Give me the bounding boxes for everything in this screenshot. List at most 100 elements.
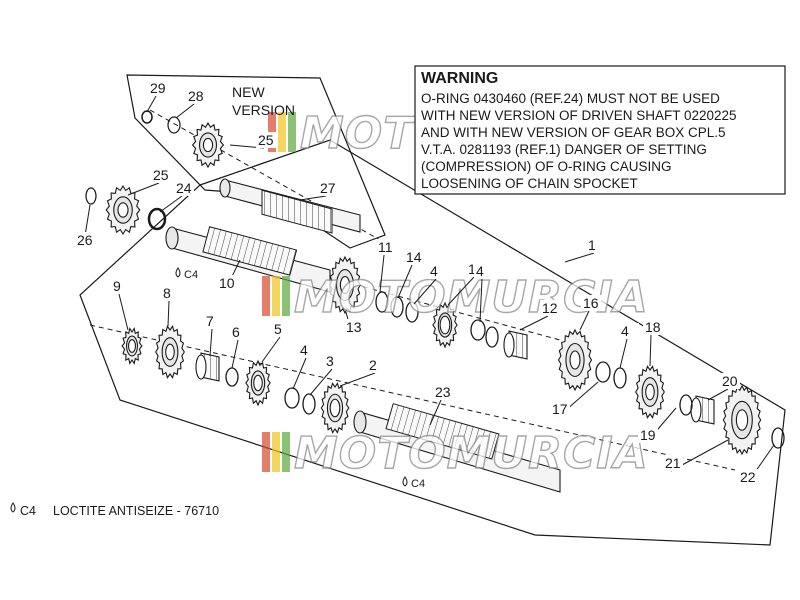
loctite-code-main-shaft: C4 xyxy=(411,478,425,490)
ref-label-r12: 12 xyxy=(542,300,558,316)
gear-15 xyxy=(432,301,458,349)
ref-label-r23: 23 xyxy=(435,384,451,400)
warning-line-1: O-RING 0430460 (REF.24) MUST NOT BE USED xyxy=(421,91,720,106)
gear-18 xyxy=(635,365,665,419)
label-bg-r16 xyxy=(581,295,601,311)
watermark-bottom: MOTOMURCIA xyxy=(262,427,649,480)
loctite-marker-shaft: C4 xyxy=(175,267,198,281)
leader-r12 xyxy=(519,315,549,331)
ref-label-r18: 18 xyxy=(645,319,661,335)
label-bg-r11 xyxy=(376,239,396,255)
leader-r4c xyxy=(292,357,307,390)
loctite-legend-text: LOCTITE ANTISEIZE - 76710 xyxy=(53,504,219,518)
label-bg-r24 xyxy=(174,180,194,196)
ring-28 xyxy=(167,116,181,134)
lower-shaft-axis xyxy=(89,324,736,471)
label-bg-r22 xyxy=(738,469,758,485)
leader-r29 xyxy=(146,95,157,113)
label-bg-r26 xyxy=(75,232,95,248)
middle-shaft-axis xyxy=(319,274,561,341)
leader-r9 xyxy=(118,293,129,331)
gear-8 xyxy=(155,325,185,379)
leader-r6 xyxy=(231,339,239,369)
loctite-code-shaft: C4 xyxy=(184,269,198,281)
ref-label-r16: 16 xyxy=(583,295,599,311)
loctite-legend-code: C4 xyxy=(20,504,36,518)
ref-label-r5: 5 xyxy=(274,321,282,337)
leader-r28 xyxy=(175,103,195,119)
label-bg-r3 xyxy=(324,353,344,369)
parts-group xyxy=(85,110,785,456)
label-bg-r4b xyxy=(619,323,639,339)
label-bg-r25a xyxy=(256,132,276,148)
washer-3 xyxy=(302,393,316,415)
label-bg-r6 xyxy=(230,324,250,340)
leader-r27 xyxy=(299,195,327,201)
leader-r3 xyxy=(309,368,333,396)
leader-r14 xyxy=(397,264,413,299)
leader-r2 xyxy=(339,372,376,387)
label-bg-r23 xyxy=(433,384,453,400)
ref-label-r4a: 4 xyxy=(430,263,438,279)
o-ring-24 xyxy=(147,207,167,231)
label-bg-r27 xyxy=(318,180,338,196)
leader-r1 xyxy=(564,252,595,263)
leader-r16 xyxy=(579,310,590,331)
label-bg-r10 xyxy=(217,275,237,291)
label-bg-r28 xyxy=(186,88,206,104)
bearing-12 xyxy=(503,330,528,360)
label-bg-r29 xyxy=(148,80,168,96)
leader-r23 xyxy=(429,399,442,426)
ring-29 xyxy=(141,110,153,124)
label-bg-r1 xyxy=(586,237,606,253)
bearing-7 xyxy=(195,352,220,382)
warning-line-2: WITH NEW VERSION OF DRIVEN SHAFT 0220225 xyxy=(421,108,737,123)
label-bg-r7 xyxy=(204,313,224,329)
main-assembly-outline xyxy=(79,139,786,546)
label-bg-r5 xyxy=(272,321,292,337)
ref-label-r29: 29 xyxy=(150,80,166,96)
washer-4a xyxy=(284,387,300,409)
loctite-marker-main-shaft: C4 xyxy=(402,476,425,490)
leader-r4d xyxy=(479,278,483,323)
ref-label-r24: 24 xyxy=(176,180,192,196)
sprocket xyxy=(105,184,141,236)
ref-label-r25a: 25 xyxy=(258,132,274,148)
warning-line-3: AND WITH NEW VERSION OF GEAR BOX CPL.5 xyxy=(421,125,726,140)
warning-line-6: LOOSENING OF CHAIN SPOCKET xyxy=(421,176,638,191)
bearing-20 xyxy=(690,395,715,425)
gear-13 xyxy=(328,255,362,315)
sprocket-new-version xyxy=(191,121,225,169)
main-shaft xyxy=(353,403,561,493)
warning-line-4: V.T.A. 0281193 (REF.1) DANGER OF SETTING xyxy=(421,142,707,157)
leader-r4b xyxy=(619,338,628,369)
leader-r18 xyxy=(649,334,652,367)
washer-19 xyxy=(679,394,693,416)
ref-label-r2: 2 xyxy=(369,357,377,373)
washer-14 xyxy=(390,296,404,318)
driven-shaft xyxy=(165,226,331,293)
ref-label-r4d: 4 xyxy=(476,263,484,279)
watermark-text-bottom: MOTOMURCIA xyxy=(294,428,649,479)
label-bg-r14 xyxy=(404,249,424,265)
washer-4c xyxy=(470,319,486,341)
washer-6 xyxy=(225,367,239,387)
gear-9 xyxy=(121,327,143,365)
ref-label-r26: 26 xyxy=(77,232,93,248)
label-bg-r4c xyxy=(298,342,318,358)
washer-4e xyxy=(613,367,627,389)
ref-label-r27: 27 xyxy=(320,180,336,196)
loctite-legend: C4 LOCTITE ANTISEIZE - 76710 xyxy=(10,502,219,518)
ref-label-r4c: 4 xyxy=(300,342,308,358)
label-bg-r18 xyxy=(643,319,663,335)
ref-label-r3: 3 xyxy=(326,353,334,369)
ref-label-r17: 17 xyxy=(552,401,568,417)
leader-r11 xyxy=(379,254,385,293)
ref-label-r10: 10 xyxy=(219,275,235,291)
ref-label-r1: 1 xyxy=(588,237,596,253)
label-bg-r17 xyxy=(550,401,570,417)
ref-label-r20: 20 xyxy=(722,373,738,389)
leader-r7 xyxy=(209,328,213,357)
leader-r4a xyxy=(413,278,437,305)
